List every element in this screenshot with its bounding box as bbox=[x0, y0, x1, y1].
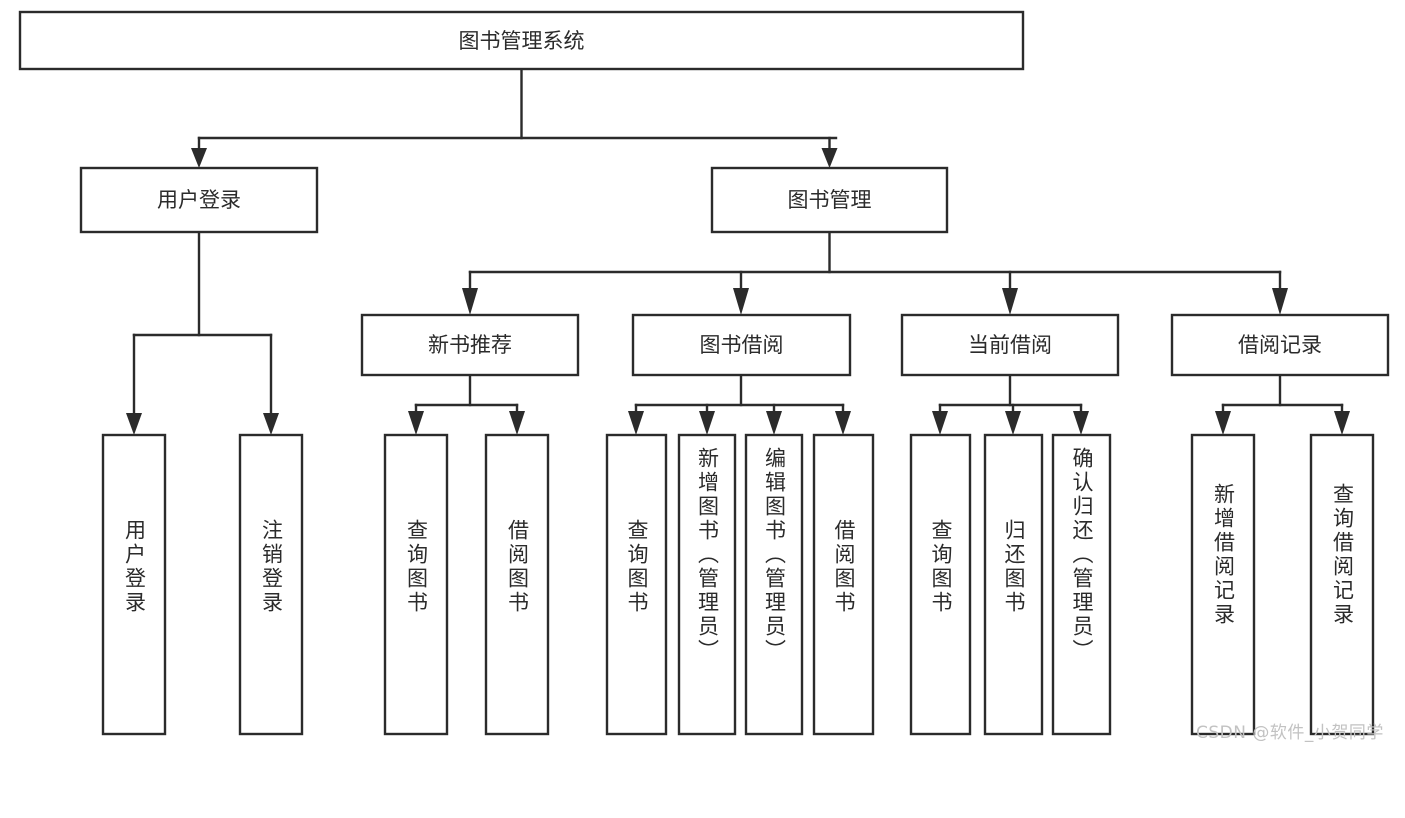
arrow-head-borrow-record bbox=[1272, 288, 1288, 315]
arrow-head-leaf-borrow-book-2 bbox=[835, 411, 851, 435]
node-new-book-recommend-label: 新书推荐 bbox=[428, 333, 512, 357]
node-leaf-query-book-2-rect[interactable] bbox=[605, 433, 668, 736]
connector-group-borrow-record bbox=[1215, 373, 1350, 435]
csdn-watermark: CSDN @软件_小贺同学 bbox=[1196, 723, 1384, 743]
node-current-borrow-label: 当前借阅 bbox=[968, 333, 1052, 357]
node-leaf-query-book-3-rect[interactable] bbox=[909, 433, 972, 736]
node-leaf-borrow-book-1-rect[interactable] bbox=[484, 433, 550, 736]
connector-group-book-borrow bbox=[628, 373, 851, 435]
node-leaf-query-book-1-rect[interactable] bbox=[383, 433, 449, 736]
node-new-book-recommend-rect[interactable] bbox=[360, 313, 580, 377]
node-borrow-record-label: 借阅记录 bbox=[1238, 333, 1322, 357]
arrow-head-leaf-user-login bbox=[126, 413, 142, 435]
arrow-head-book-borrow bbox=[733, 288, 749, 315]
connector-group-new-book-recommend bbox=[408, 373, 525, 435]
connector-group-user-login bbox=[126, 230, 279, 435]
node-leaf-edit-book-rect[interactable] bbox=[744, 433, 804, 736]
node-user-login[interactable]: 用户登录 bbox=[79, 166, 319, 234]
node-root[interactable]: 图书管理系统 bbox=[18, 10, 1025, 71]
arrow-head-user-login bbox=[191, 148, 207, 168]
node-leaf-borrow-book-2-rect[interactable] bbox=[812, 433, 875, 736]
arrow-head-new-book-recommend bbox=[462, 288, 478, 315]
node-root-rect[interactable] bbox=[18, 10, 1025, 71]
node-leaf-confirm-return-rect[interactable] bbox=[1051, 433, 1112, 736]
node-leaf-query-borrow-record-rect[interactable] bbox=[1309, 433, 1375, 736]
arrow-head-leaf-query-book-1 bbox=[408, 411, 424, 435]
arrow-head-current-borrow bbox=[1002, 288, 1018, 315]
arrow-head-leaf-query-borrow-record bbox=[1334, 411, 1350, 435]
connector-group-current-borrow bbox=[932, 373, 1089, 435]
node-current-borrow[interactable]: 当前借阅 bbox=[900, 313, 1120, 377]
node-leaf-return-book-rect[interactable] bbox=[983, 433, 1044, 736]
node-root-label: 图书管理系统 bbox=[459, 29, 585, 53]
connector-group-book-management bbox=[462, 230, 1288, 315]
node-book-borrow-label: 图书借阅 bbox=[700, 333, 784, 357]
node-leaf-logout-rect[interactable] bbox=[238, 433, 304, 736]
arrow-head-leaf-query-book-2 bbox=[628, 411, 644, 435]
arrow-head-leaf-add-book bbox=[699, 411, 715, 435]
node-leaf-add-borrow-record-rect[interactable] bbox=[1190, 433, 1256, 736]
arrow-head-leaf-borrow-book-1 bbox=[509, 411, 525, 435]
node-borrow-record-rect[interactable] bbox=[1170, 313, 1390, 377]
arrow-head-leaf-edit-book bbox=[766, 411, 782, 435]
flowchart-svg: 图书管理系统 用户登录 图书管理 新书推荐 图书借阅 当前借阅 借阅记录 bbox=[18, 10, 1390, 736]
node-borrow-record[interactable]: 借阅记录 bbox=[1170, 313, 1390, 377]
node-leaf-user-login-rect[interactable] bbox=[101, 433, 167, 736]
arrow-head-leaf-confirm-return bbox=[1073, 411, 1089, 435]
node-user-login-label: 用户登录 bbox=[157, 188, 241, 212]
connector-group-root bbox=[191, 67, 838, 168]
node-leaf-add-book-rect[interactable] bbox=[677, 433, 737, 736]
node-book-borrow[interactable]: 图书借阅 bbox=[631, 313, 852, 377]
arrow-head-leaf-query-book-3 bbox=[932, 411, 948, 435]
node-book-borrow-rect[interactable] bbox=[631, 313, 852, 377]
arrow-head-leaf-add-borrow-record bbox=[1215, 411, 1231, 435]
flowchart-canvas: 图书管理系统 用户登录 图书管理 新书推荐 图书借阅 当前借阅 借阅记录 bbox=[18, 10, 1390, 743]
arrow-head-book-management bbox=[821, 148, 838, 168]
node-user-login-rect[interactable] bbox=[79, 166, 319, 234]
node-new-book-recommend[interactable]: 新书推荐 bbox=[360, 313, 580, 377]
arrow-head-leaf-logout bbox=[263, 413, 279, 435]
node-current-borrow-rect[interactable] bbox=[900, 313, 1120, 377]
node-book-management[interactable]: 图书管理 bbox=[710, 166, 949, 234]
node-book-management-rect[interactable] bbox=[710, 166, 949, 234]
node-book-management-label: 图书管理 bbox=[788, 188, 872, 212]
arrow-head-leaf-return-book bbox=[1005, 411, 1021, 435]
